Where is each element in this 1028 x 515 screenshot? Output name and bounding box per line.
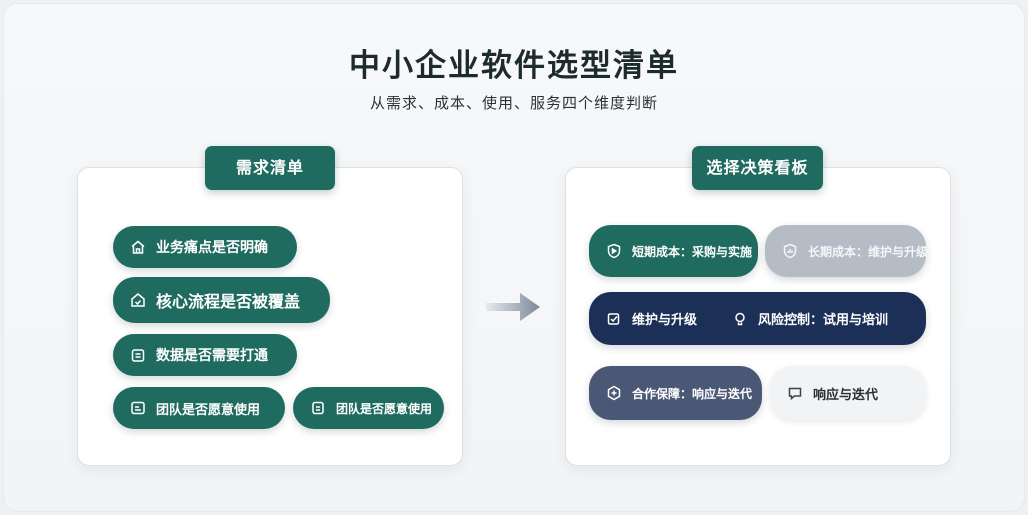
item-team-adoption-alt[interactable]: 团队是否愿意使用	[293, 387, 444, 429]
decision-board-header: 选择决策看板	[692, 146, 823, 190]
page-subtitle: 从需求、成本、使用、服务四个维度判断	[369, 94, 658, 112]
item-label: 数据是否需要打通	[156, 348, 268, 364]
shield-chart-icon	[781, 242, 799, 260]
item-label: 团队是否愿意使用	[336, 401, 433, 416]
house-check-icon	[129, 291, 147, 309]
item-label: 业务痛点是否明确	[156, 240, 268, 256]
item-label: 团队是否愿意使用	[156, 402, 261, 418]
item-team-adoption[interactable]: 团队是否愿意使用	[113, 387, 285, 429]
team-doc-icon	[309, 399, 327, 417]
check-edit-icon	[605, 310, 623, 328]
shield-plus-icon	[605, 384, 623, 402]
short-term-cost-pill[interactable]: 短期成本：采购与实施	[589, 225, 758, 277]
home-icon	[129, 238, 147, 256]
maintain-label: 维护与升级	[632, 313, 698, 328]
chat-bubble-icon	[786, 384, 804, 402]
pill-label: 响应与迭代	[813, 387, 879, 403]
service-guarantee-pill[interactable]: 合作保障：响应与迭代	[589, 366, 762, 420]
item-business-pain[interactable]: 业务痛点是否明确	[113, 226, 297, 268]
pill-label: 合作保障：响应与迭代	[632, 386, 753, 401]
maintain-risk-pill[interactable]: 维护与升级 风险控制：试用与培训	[589, 292, 926, 345]
database-box-icon	[129, 346, 147, 364]
page-title: 中小企业软件选型清单	[349, 48, 679, 84]
flow-arrow-icon	[486, 293, 540, 321]
team-card-icon	[129, 399, 147, 417]
item-label: 核心流程是否被覆盖	[156, 292, 301, 311]
iterate-pill[interactable]: 响应与迭代	[770, 366, 926, 420]
bulb-icon	[731, 310, 749, 328]
item-data-integration[interactable]: 数据是否需要打通	[113, 334, 297, 376]
pill-label: 长期成本：维护与升级	[808, 244, 929, 259]
requirements-header: 需求清单	[205, 146, 335, 190]
risk-label: 风险控制：试用与培训	[758, 313, 889, 328]
long-term-cost-pill[interactable]: 长期成本：维护与升级	[765, 225, 929, 277]
item-core-process[interactable]: 核心流程是否被覆盖	[113, 277, 330, 323]
pill-label: 短期成本：采购与实施	[632, 244, 753, 259]
shield-play-icon	[605, 242, 623, 260]
